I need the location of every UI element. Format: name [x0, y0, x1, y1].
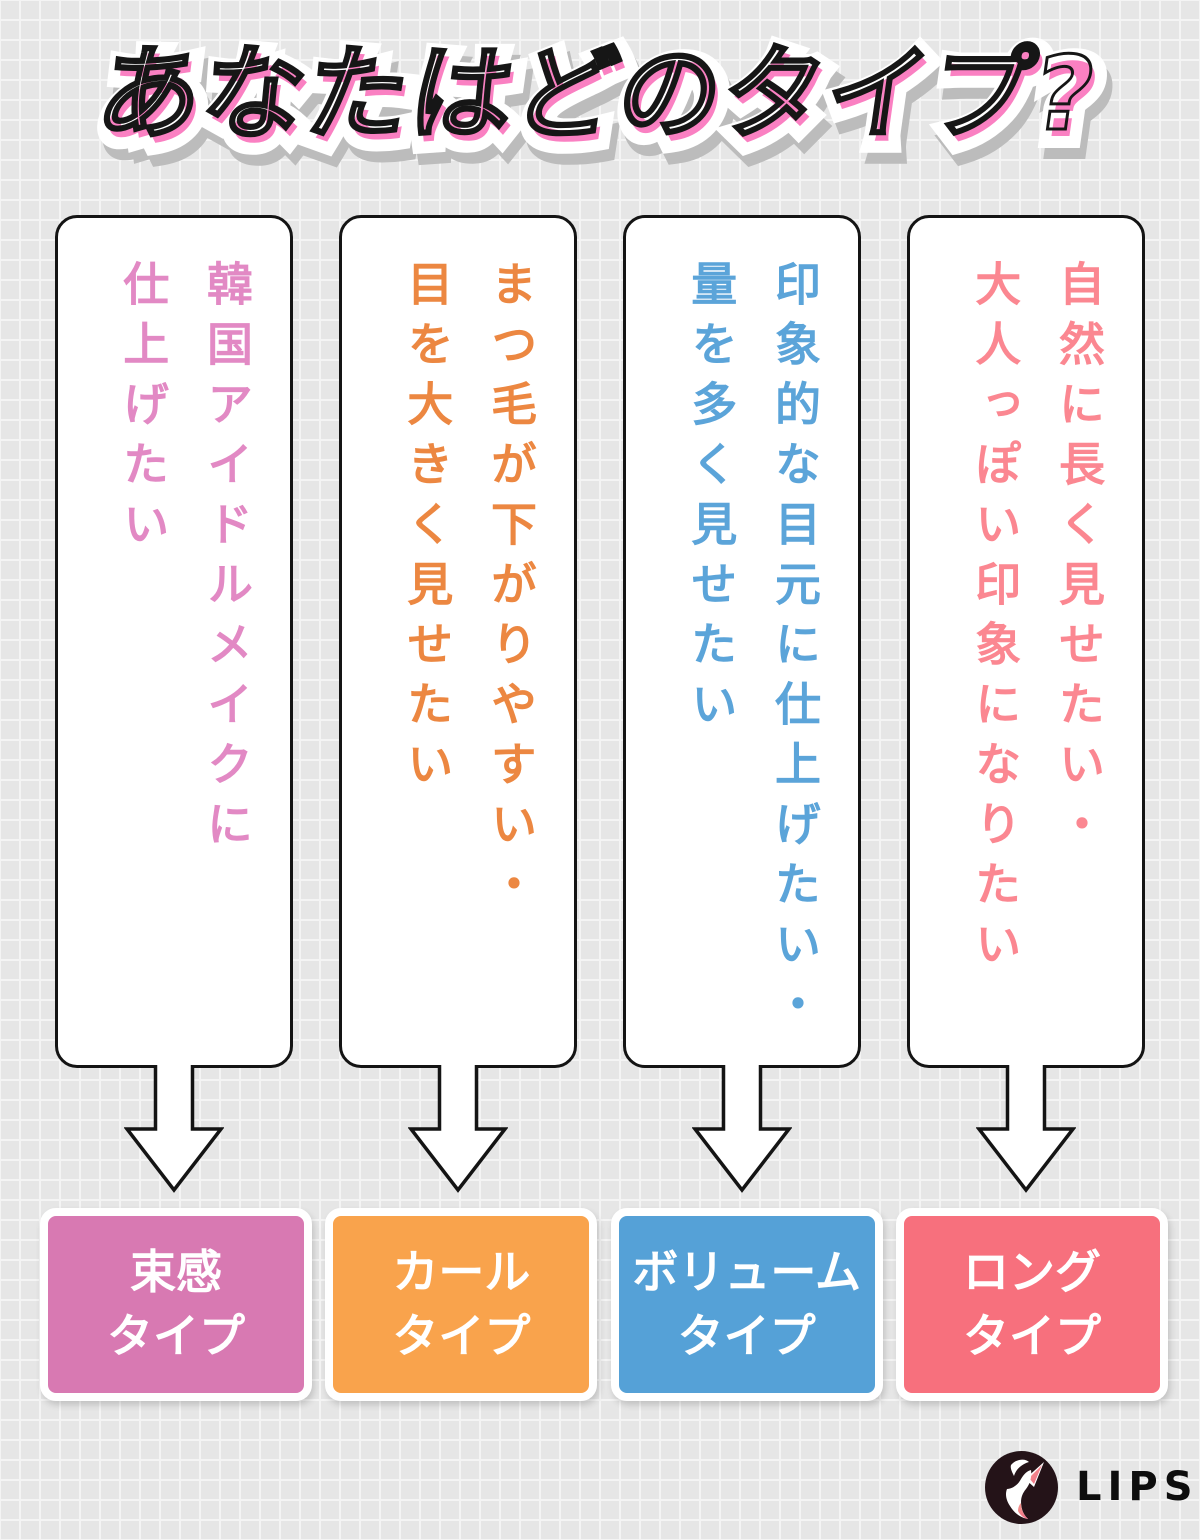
statement-line: 韓国アイドルメイクに	[200, 260, 254, 860]
statement-column-volume: 印象的な目元に仕上げたい・ 量を多く見せたい	[623, 215, 861, 1193]
statement-line: 印象的な目元に仕上げたい・	[768, 260, 822, 1040]
type-box-long: ロング タイプ	[895, 1208, 1168, 1401]
type-suffix: タイプ	[677, 1308, 816, 1363]
type-name: 束感	[130, 1245, 222, 1300]
statement-column-curl: まつ毛が下がりやすい・ 目を大きく見せたい	[339, 215, 577, 1193]
page-title: あなたはどのタイプ? あなたはどのタイプ? あなたはどのタイプ? あなたはどのタ…	[0, 28, 1200, 198]
lips-logo: LIPS	[985, 1450, 1199, 1524]
statement-column-bundle: 韓国アイドルメイクに 仕上げたい	[55, 215, 293, 1193]
statement-line: 目を大きく見せたい	[400, 260, 455, 800]
type-name: ロング	[962, 1245, 1101, 1300]
type-suffix: タイプ	[392, 1308, 531, 1363]
statement-line: 量を多く見せたい	[684, 260, 739, 740]
type-name: ボリューム	[632, 1245, 861, 1300]
type-name: カール	[392, 1245, 531, 1300]
type-suffix: タイプ	[107, 1308, 245, 1363]
statement-columns: 韓国アイドルメイクに 仕上げたい まつ毛が下がりやすい・ 目を大きく見せたい 印…	[55, 215, 1145, 1193]
lips-wordmark: LIPS	[1076, 1464, 1199, 1510]
type-box-curl: カール タイプ	[325, 1208, 598, 1401]
statement-text: 韓国アイドルメイクに 仕上げたい	[101, 260, 268, 860]
page-title-outline-layer: あなたはどのタイプ?	[89, 34, 1106, 156]
down-arrow-icon	[124, 1065, 224, 1193]
down-arrow-icon	[408, 1065, 508, 1193]
down-arrow-icon	[692, 1065, 792, 1193]
down-arrow-icon	[976, 1065, 1076, 1193]
statement-column-long: 自然に長く見せたい・ 大人っぽい印象になりたい	[907, 215, 1145, 1193]
type-box-bundle: 束感 タイプ	[40, 1208, 312, 1401]
statement-line: 大人っぽい印象になりたい	[968, 260, 1023, 980]
type-box-volume: ボリューム タイプ	[610, 1208, 883, 1401]
type-result-row: 束感 タイプ カール タイプ ボリューム タイプ ロング タイプ	[40, 1208, 1168, 1401]
statement-text: 印象的な目元に仕上げたい・ 量を多く見せたい	[669, 260, 836, 1040]
statement-text: まつ毛が下がりやすい・ 目を大きく見せたい	[385, 260, 552, 920]
type-suffix: タイプ	[962, 1308, 1101, 1363]
lips-deer-icon	[985, 1450, 1058, 1524]
statement-text: 自然に長く見せたい・ 大人っぽい印象になりたい	[953, 260, 1120, 980]
statement-line: 自然に長く見せたい・	[1052, 260, 1106, 860]
statement-line: 仕上げたい	[116, 260, 171, 560]
statement-line: まつ毛が下がりやすい・	[484, 260, 538, 920]
